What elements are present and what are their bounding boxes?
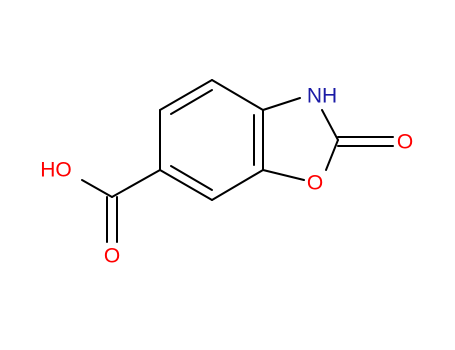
bond-nh-to-c2 [321,109,339,141]
bond-ring-inner-top [170,89,213,115]
bond-cooh-to-oh [81,179,113,198]
bond-ring-top-right [211,79,264,111]
nitrogen-label: NH [307,85,337,108]
bond-ring-to-cooh [111,169,161,198]
acid-oxygen-label: O [104,245,120,268]
bond-c-to-nh [262,97,301,111]
bond-ring-top-left [159,79,213,111]
bond-c2-to-ring-o [325,139,339,171]
bond-ring-o-to-c [262,169,305,181]
bonds [81,79,394,243]
bond-ring-bottom-left [159,169,213,201]
bond-ring-bottom-right [211,169,264,201]
atom-labels: NH O O HO O [40,85,413,268]
bond-ring-inner-bottom [170,165,213,191]
hydroxyl-label: HO [40,159,72,182]
carbonyl-oxygen-label: O [397,131,413,154]
ring-oxygen-label: O [307,172,323,195]
